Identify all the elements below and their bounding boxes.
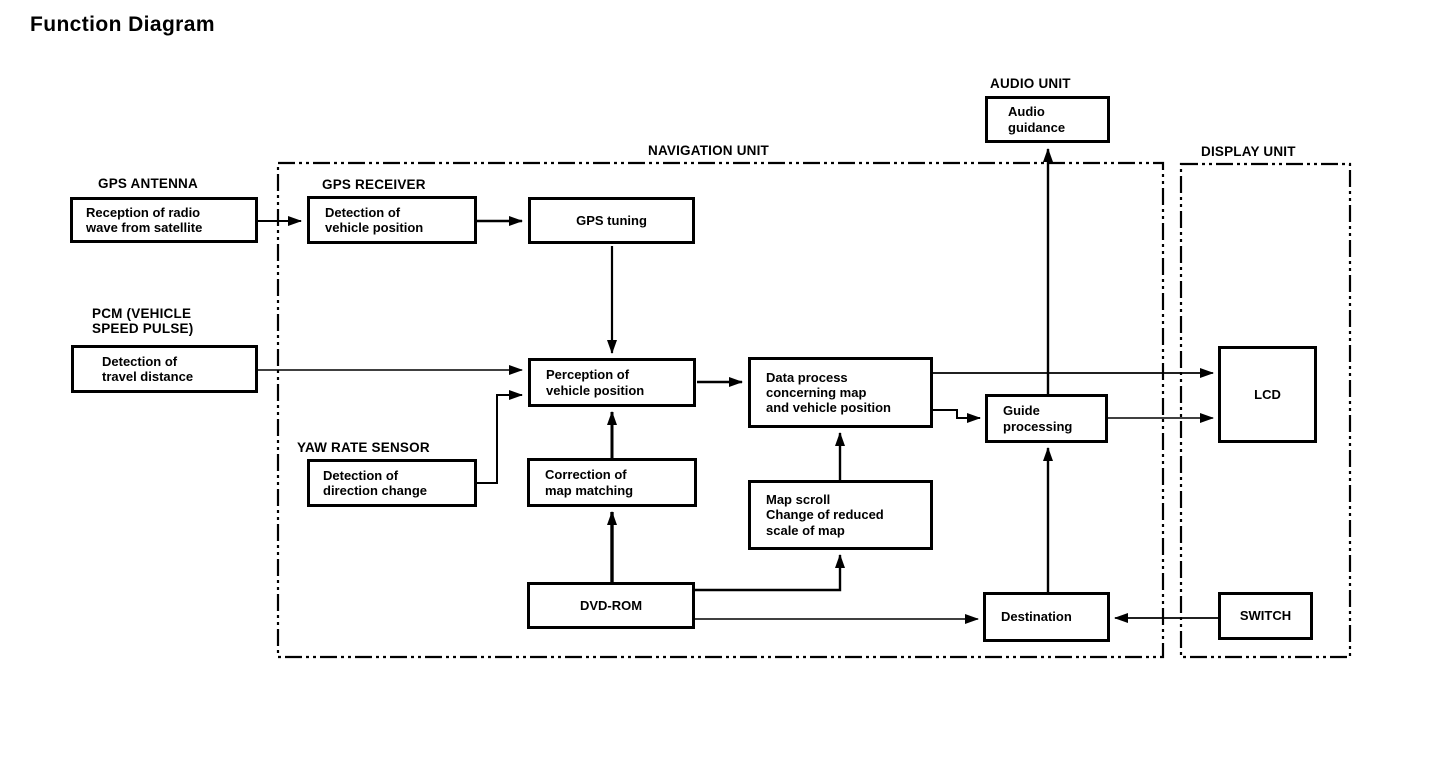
box-gps-tuning: GPS tuning [528,197,695,244]
box-correction-map-matching: Correction of map matching [527,458,697,507]
box-dvd-rom: DVD-ROM [527,582,695,629]
display-unit-boundary [1179,162,1352,659]
yaw-rate-sensor-label: YAW RATE SENSOR [297,440,430,455]
box-audio-guidance: Audio guidance [985,96,1110,143]
navigation-unit-boundary [276,161,1165,659]
box-gps-receiver-detection: Detection of vehicle position [307,196,477,244]
box-destination-text: Destination [1001,609,1072,625]
box-reception-text: Reception of radio wave from satellite [86,204,203,235]
box-gps-tuning-text: GPS tuning [576,212,647,228]
box-map-scroll-text: Map scroll Change of reduced scale of ma… [766,492,884,538]
arrow-data-process-to-guide-processing [933,409,981,423]
box-switch: SWITCH [1218,592,1313,640]
box-lcd: LCD [1218,346,1317,443]
box-audio-guidance-text: Audio guidance [1008,104,1066,135]
box-lcd-text: LCD [1254,386,1281,402]
gps-antenna-label: GPS ANTENNA [98,176,198,191]
box-yaw-detection-direction-change: Detection of direction change [307,459,477,507]
arrow-yaw-sensor-to-perception [477,390,523,484]
box-gps-receiver-text: Detection of vehicle position [325,204,424,235]
box-reception-of-radio-wave: Reception of radio wave from satellite [70,197,258,243]
box-correction-text: Correction of map matching [545,467,634,498]
gps-receiver-label: GPS RECEIVER [322,177,426,192]
box-guide-processing: Guide processing [985,394,1108,443]
box-yaw-text: Detection of direction change [323,467,428,498]
box-perception-vehicle-position: Perception of vehicle position [528,358,696,407]
box-data-process: Data process concerning map and vehicle … [748,357,933,428]
box-pcm-detection-travel-distance: Detection of travel distance [71,345,258,393]
audio-unit-label: AUDIO UNIT [990,76,1071,91]
box-pcm-text: Detection of travel distance [102,353,194,384]
box-data-process-text: Data process concerning map and vehicle … [766,369,891,416]
pcm-label: PCM (VEHICLE SPEED PULSE) [92,306,194,336]
box-map-scroll: Map scroll Change of reduced scale of ma… [748,480,933,550]
navigation-unit-label: NAVIGATION UNIT [648,143,769,158]
box-switch-text: SWITCH [1239,608,1292,624]
page-title: Function Diagram [30,13,215,36]
box-perception-text: Perception of vehicle position [546,367,645,398]
box-dvd-rom-text: DVD-ROM [579,597,643,613]
display-unit-label: DISPLAY UNIT [1201,144,1296,159]
arrow-dvd-rom-to-map-scroll [695,554,845,592]
box-guide-processing-text: Guide processing [1003,403,1073,434]
box-destination: Destination [983,592,1110,642]
